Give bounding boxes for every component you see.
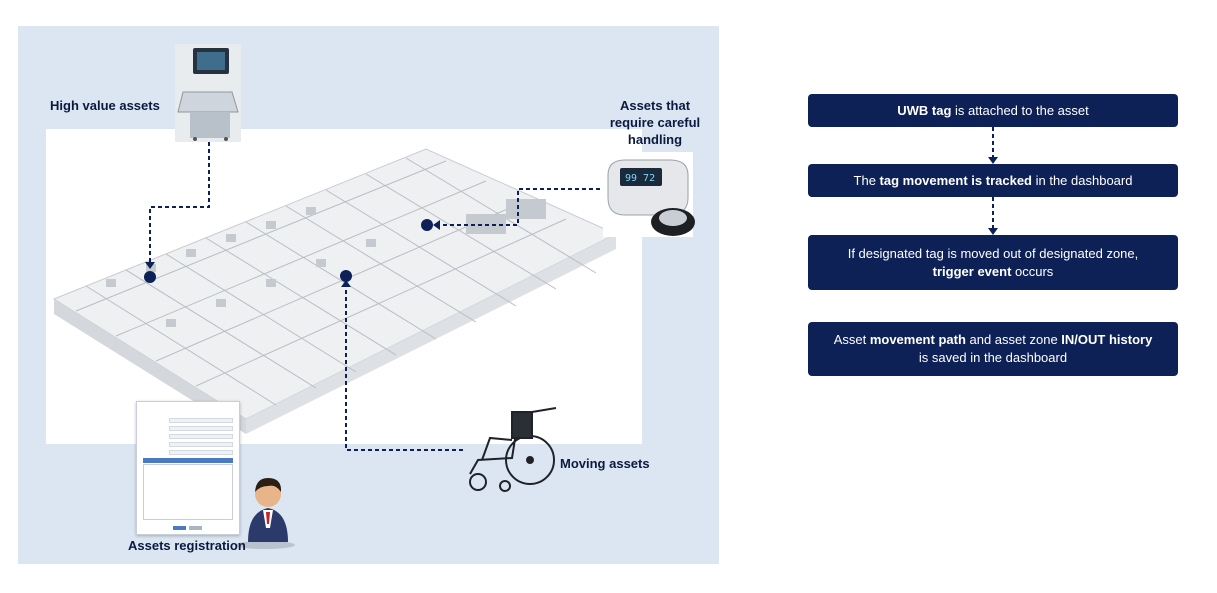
form-row — [143, 434, 233, 439]
pulse-oximeter-icon: 99 72 — [603, 152, 695, 237]
form-list-box — [143, 464, 233, 520]
form-row — [143, 418, 233, 423]
form-row — [143, 450, 233, 455]
tag-marker-high-value — [144, 271, 156, 283]
step-uwb-tag: UWB tag is attached to the asset — [808, 94, 1178, 127]
tag-marker-moving — [340, 270, 352, 282]
asset-registration-form — [136, 401, 240, 535]
ultrasound-machine-icon — [175, 44, 241, 142]
step-tag-tracked: The tag movement is tracked in the dashb… — [808, 164, 1178, 197]
form-row — [143, 426, 233, 431]
wheelchair-icon — [469, 407, 557, 492]
form-row — [143, 442, 233, 447]
svg-text:99 72: 99 72 — [625, 173, 655, 184]
step-history-saved: Asset movement path and asset zone IN/OU… — [808, 322, 1178, 376]
label-assets-registration: Assets registration — [128, 538, 246, 553]
form-cancel-button — [189, 526, 202, 530]
tag-marker-careful — [421, 219, 433, 231]
form-save-button — [173, 526, 186, 530]
label-moving-assets: Moving assets — [560, 456, 650, 471]
person-icon — [235, 478, 295, 549]
label-high-value-assets: High value assets — [50, 98, 160, 113]
step-trigger-event: If designated tag is moved out of design… — [808, 235, 1178, 290]
form-section-bar — [143, 458, 233, 463]
label-careful-handling: Assets that require careful handling — [609, 98, 701, 147]
